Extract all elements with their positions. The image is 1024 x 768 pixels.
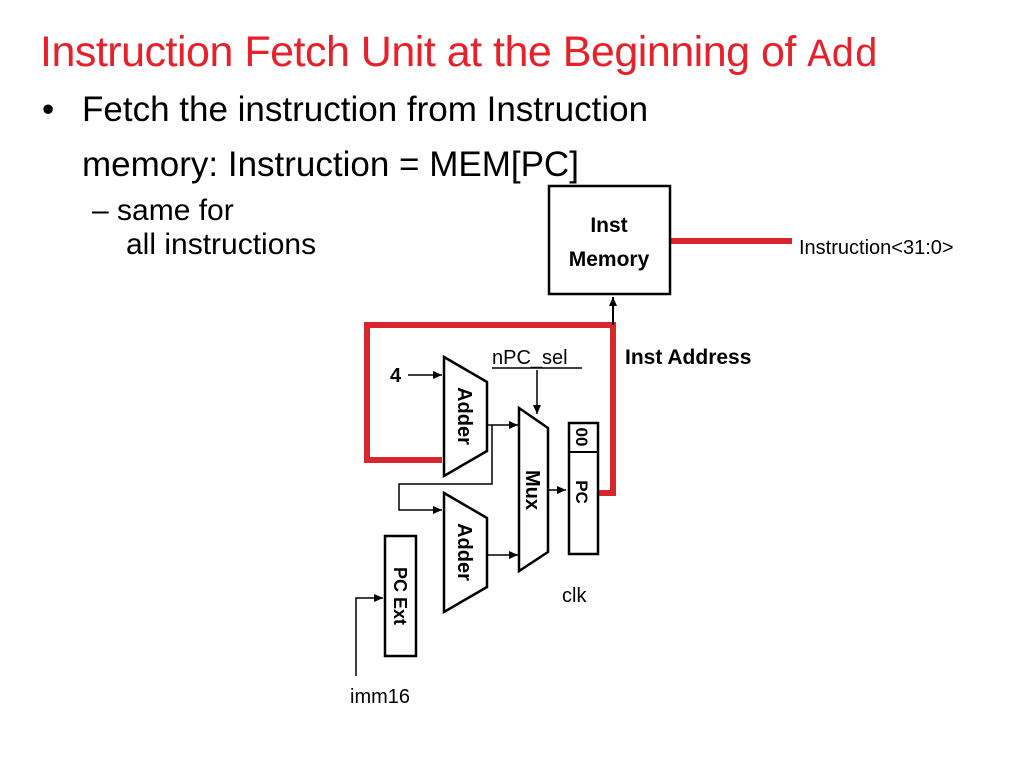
mux-label: Mux [521,470,543,510]
inst-memory-block [547,184,672,296]
adder-top-label: Adder [453,387,475,445]
pc-low-bits-label: 00 [572,428,591,447]
inst-memory-label-1: Inst [590,214,627,237]
npc-sel-label: nPC_sel [492,347,568,369]
imm16-label: imm16 [350,686,410,708]
clk-label: clk [562,585,587,607]
adder-bottom-shape [442,490,489,615]
sub-line-2: all instructions [126,228,317,261]
inst-memory-label-2: Memory [569,248,650,271]
pc-ext-label: PC Ext [390,567,410,625]
pc-ext-block [383,534,418,658]
mux-shape [517,405,550,574]
title-code: Add [807,34,878,79]
sub-line-1: same for [117,194,234,227]
sub-bullet: – same for all instructions [92,194,316,262]
constant-four: 4 [390,365,402,387]
bullet-marker: • [42,90,55,129]
pc-register [567,421,600,556]
sub-marker: – [92,194,109,227]
pc-address-wire [364,322,616,496]
bullet-line-2: memory: Instruction = MEM[PC] [82,145,579,184]
inst-address-label: Inst Address [625,346,751,369]
title-text: Instruction Fetch Unit at the Beginning … [40,28,808,76]
bullet-line-1: Fetch the instruction from Instruction [82,90,649,129]
slide-title: Instruction Fetch Unit at the Beginning … [40,28,878,79]
adder-top-shape [442,354,489,479]
instruction-output-label: Instruction<31:0> [799,237,954,259]
pc-label: PC [572,480,591,504]
adder-bottom-label: Adder [453,523,475,581]
pc-to-bottom-adder-wire [398,425,493,514]
imm16-wire [355,594,383,676]
